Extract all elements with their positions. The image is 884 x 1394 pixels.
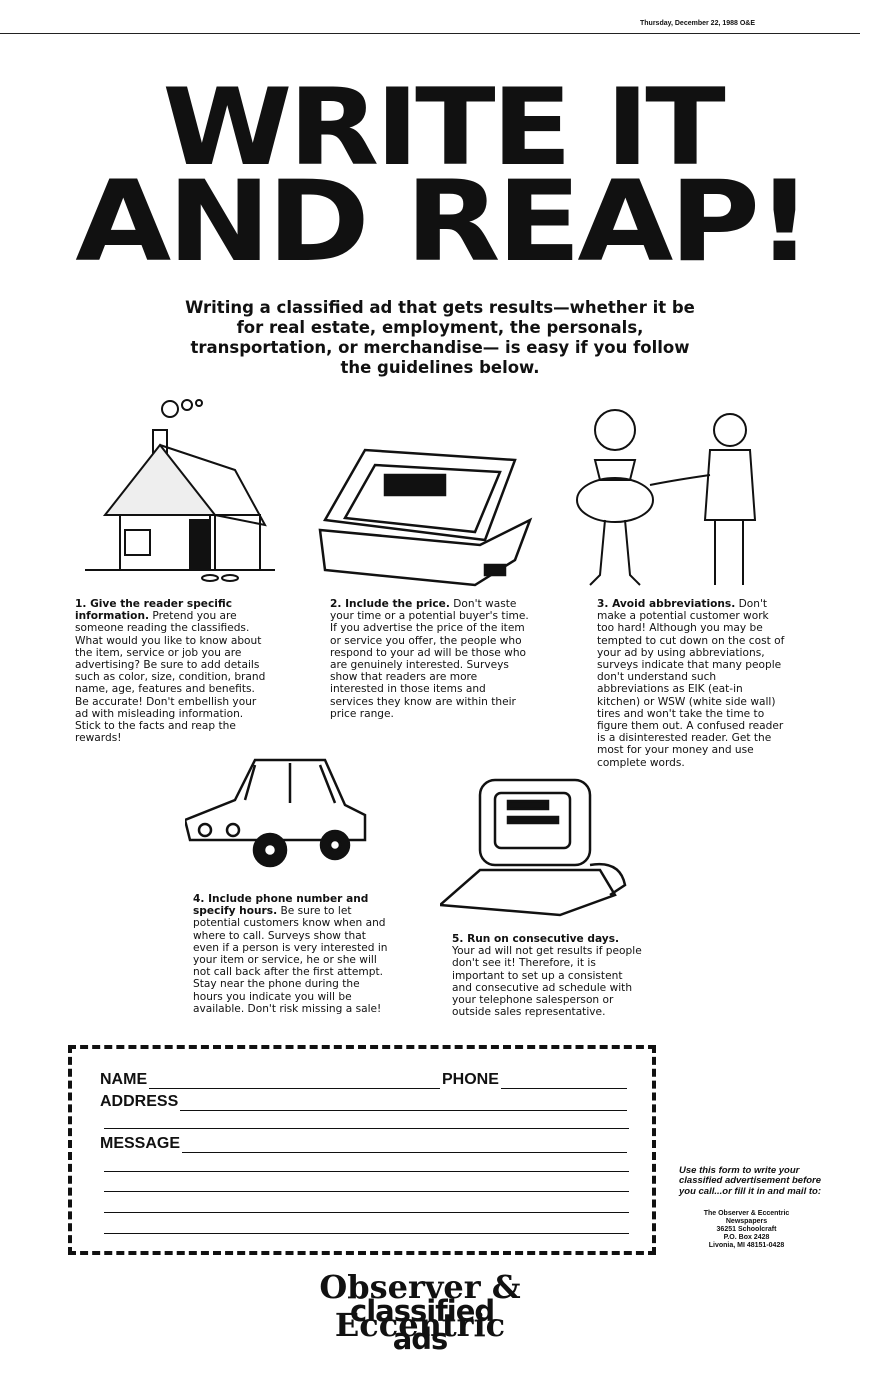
tip-2: 2. Include the price. Don't waste your t… [330,598,530,720]
message-line-2[interactable] [104,1171,629,1172]
logo-masthead: Observer & Eccentric [319,1268,521,1344]
intro-text: Writing a classified ad that gets result… [185,298,695,378]
name-line[interactable] [149,1075,440,1089]
couple-illustration [576,409,757,586]
dateline: Thursday, December 22, 1988 O&E [640,20,756,27]
tip-1: 1. Give the reader specific information.… [75,598,270,744]
tip-3-heading: 3. Avoid abbreviations. [597,598,736,610]
classified-ad-form: NAME PHONE ADDRESS MESSAGE [68,1045,656,1255]
tip-5-body: Your ad will not get results if people d… [452,945,642,1019]
address-line: 36251 Schoolcraft [716,1226,777,1234]
header-rule [0,33,860,34]
name-label: NAME [100,1071,148,1088]
message-line-5[interactable] [104,1233,629,1234]
phone-line[interactable] [500,1075,627,1089]
headline-line-2: AND REAP! [75,157,812,287]
tip-2-body: Don't waste your time or a potential buy… [330,598,529,720]
message-label: MESSAGE [100,1135,181,1152]
message-line[interactable] [182,1139,627,1153]
address-line: P.O. Box 2428 [723,1234,770,1242]
tip-5-heading: 5. Run on consecutive days. [452,933,620,945]
logo-tagline: classified ads [350,1294,495,1356]
headline-line-1: WRITE IT [162,64,726,190]
tip-5: 5. Run on consecutive days. Your ad will… [452,933,642,1018]
tip-2-heading: 2. Include the price. [330,598,450,610]
computer-illustration [440,778,627,917]
address-line: Newspapers [725,1218,768,1226]
tip-1-body: Pretend you are someone reading the clas… [75,610,266,745]
address-line-2[interactable] [104,1128,629,1129]
name-field[interactable]: NAME [100,1071,440,1089]
tip-4-body: Be sure to let potential customers know … [193,905,388,1015]
tip-1-heading: 1. Give the reader specific information. [75,598,233,623]
form-instructions: Use this form to write your classified a… [679,1165,822,1197]
tip-4: 4. Include phone number and specify hour… [193,893,388,1015]
address-label: ADDRESS [100,1093,179,1110]
car-illustration [185,758,367,868]
tip-4-heading: 4. Include phone number and specify hour… [193,893,369,918]
address-field[interactable]: ADDRESS [100,1093,627,1111]
phone-field[interactable]: PHONE [442,1071,627,1089]
message-line-4[interactable] [104,1212,629,1213]
house-illustration [85,399,275,582]
address-line[interactable] [180,1097,627,1111]
message-line-3[interactable] [104,1191,629,1192]
briefcase-illustration [318,448,533,587]
mailing-address: The Observer & Eccentric Newspapers 3625… [679,1210,814,1250]
address-line: The Observer & Eccentric [703,1210,790,1217]
message-field[interactable]: MESSAGE [100,1135,627,1153]
tip-3: 3. Avoid abbreviations. Don't make a pot… [597,598,787,769]
address-line: Livonia, MI 48151-0428 [708,1242,785,1250]
phone-label: PHONE [442,1071,499,1088]
tip-3-body: Don't make a potential customer work too… [597,598,785,769]
